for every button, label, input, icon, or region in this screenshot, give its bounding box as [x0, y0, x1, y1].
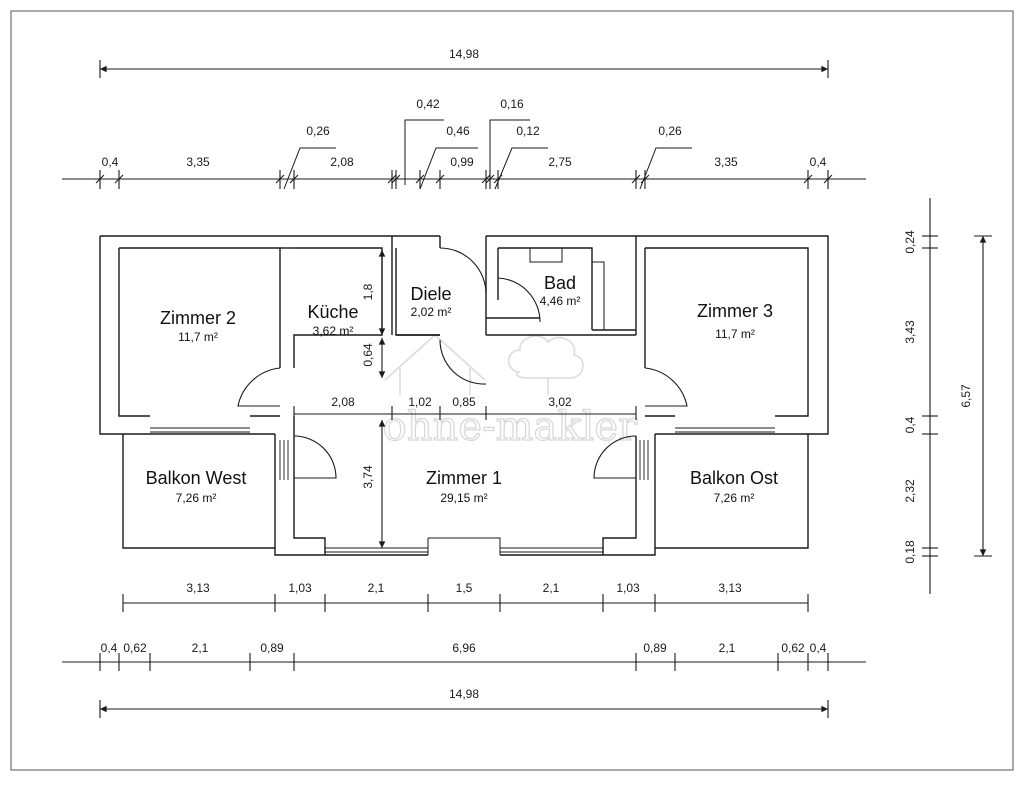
room-zimmer-1-name: Zimmer 1: [426, 468, 502, 488]
room-balkon-west-name: Balkon West: [146, 468, 247, 488]
room-balkon-ost-area: 7,26 m²: [714, 491, 755, 505]
room-diele-area: 2,02 m²: [411, 305, 452, 319]
dim-bottom2-0: 0,4: [101, 641, 118, 655]
room-bad-area: 4,46 m²: [540, 294, 581, 308]
top-row-slash: [387, 174, 397, 184]
dim-inner-4: 0,85: [452, 395, 476, 409]
dim-bottom1-5: 1,03: [616, 581, 640, 595]
dim-top-12: 0,4: [810, 155, 827, 169]
dim-bottom-total: 14,98: [449, 687, 479, 701]
dim-right-4: 0,18: [903, 540, 917, 564]
dim-bottom1-0: 3,13: [186, 581, 210, 595]
dim-top-5: 0,46: [446, 124, 470, 138]
dim-right-total: 6,57: [959, 384, 973, 408]
dim-top-11: 3,35: [714, 155, 738, 169]
top-dimensions: 14,98 0,4 3,35 0,26 2,08 0,42 0,46 0,99 …: [62, 47, 866, 190]
dim-bottom2-5: 0,89: [643, 641, 667, 655]
room-zimmer-3-name: Zimmer 3: [697, 301, 773, 321]
dim-bottom2-2: 2,1: [192, 641, 209, 655]
room-zimmer-1-area: 29,15 m²: [440, 491, 487, 505]
top-row-slash: [114, 174, 124, 184]
dim-bottom2-8: 0,4: [810, 641, 827, 655]
room-diele-name: Diele: [410, 284, 451, 304]
top-row-slash: [415, 174, 425, 184]
top-row-slash: [803, 174, 813, 184]
dim-bottom1-2: 2,1: [368, 581, 385, 595]
dim-bottom1-4: 2,1: [543, 581, 560, 595]
dim-bottom2-4: 6,96: [452, 641, 476, 655]
room-kueche-name: Küche: [307, 302, 358, 322]
top-row-slash: [435, 174, 445, 184]
dim-bottom2-7: 0,62: [781, 641, 805, 655]
room-zimmer-2-area: 11,7 m²: [178, 330, 218, 344]
dim-right-1: 3,43: [903, 320, 917, 344]
room-bad-name: Bad: [544, 273, 576, 293]
dim-top-1: 3,35: [186, 155, 210, 169]
dim-inner-3: 1,02: [408, 395, 432, 409]
room-zimmer-3-area: 11,7 m²: [715, 327, 755, 341]
top-row-slash: [289, 174, 299, 184]
walls: [99, 235, 829, 556]
dim-right-3: 2,32: [903, 479, 917, 503]
bottom-dimensions: 3,13 1,03 2,1 1,5 2,1 1,03 3,13 0,4 0,62…: [62, 581, 866, 718]
watermark: ohne-makler: [382, 333, 639, 451]
dim-inner-2: 2,08: [331, 395, 355, 409]
room-zimmer-2-name: Zimmer 2: [160, 308, 236, 328]
top-row-slash: [631, 174, 641, 184]
dim-bottom1-1: 1,03: [288, 581, 312, 595]
dim-top-10: 0,26: [658, 124, 682, 138]
dim-inner-5: 3,02: [548, 395, 572, 409]
dim-top-3: 2,08: [330, 155, 354, 169]
inner-dimensions: 1,8 0,64 2,08 1,02 0,85 3,02 3,74: [293, 250, 637, 548]
top-row-slash: [481, 174, 491, 184]
top-row-slash: [391, 174, 401, 184]
top-row-slash: [95, 174, 105, 184]
dim-bottom2-6: 2,1: [719, 641, 736, 655]
dim-top-9: 2,75: [548, 155, 572, 169]
dim-top-7: 0,16: [500, 97, 524, 111]
dim-inner-6: 3,74: [361, 465, 375, 489]
dim-top-4: 0,42: [416, 97, 440, 111]
dim-top-6: 0,99: [450, 155, 474, 169]
dim-top-0: 0,4: [102, 155, 119, 169]
top-row-slash: [823, 174, 833, 184]
dim-bottom1-6: 3,13: [718, 581, 742, 595]
drawing-frame: [10, 10, 1014, 771]
dim-bottom2-3: 0,89: [260, 641, 284, 655]
room-balkon-west-area: 7,26 m²: [176, 491, 217, 505]
dim-bottom1-3: 1,5: [456, 581, 473, 595]
doors: [237, 247, 688, 479]
dim-right-2: 0,4: [903, 416, 917, 433]
dim-inner-1: 0,64: [361, 343, 375, 367]
dim-top-8: 0,12: [516, 124, 540, 138]
room-kueche-area: 3,62 m²: [313, 324, 354, 338]
dim-right-0: 0,24: [903, 230, 917, 254]
top-row-slash: [275, 174, 285, 184]
room-balkon-ost-name: Balkon Ost: [690, 468, 778, 488]
room-labels: Zimmer 2 11,7 m² Küche 3,62 m² Diele 2,0…: [146, 273, 778, 505]
right-dimensions: 0,24 3,43 0,4 2,32 0,18 6,57: [903, 198, 992, 594]
dim-top-2: 0,26: [306, 124, 330, 138]
watermark-text: ohne-makler: [383, 404, 638, 450]
dim-inner-0: 1,8: [361, 283, 375, 300]
dim-bottom2-1: 0,62: [123, 641, 147, 655]
dim-top-total: 14,98: [449, 47, 479, 61]
